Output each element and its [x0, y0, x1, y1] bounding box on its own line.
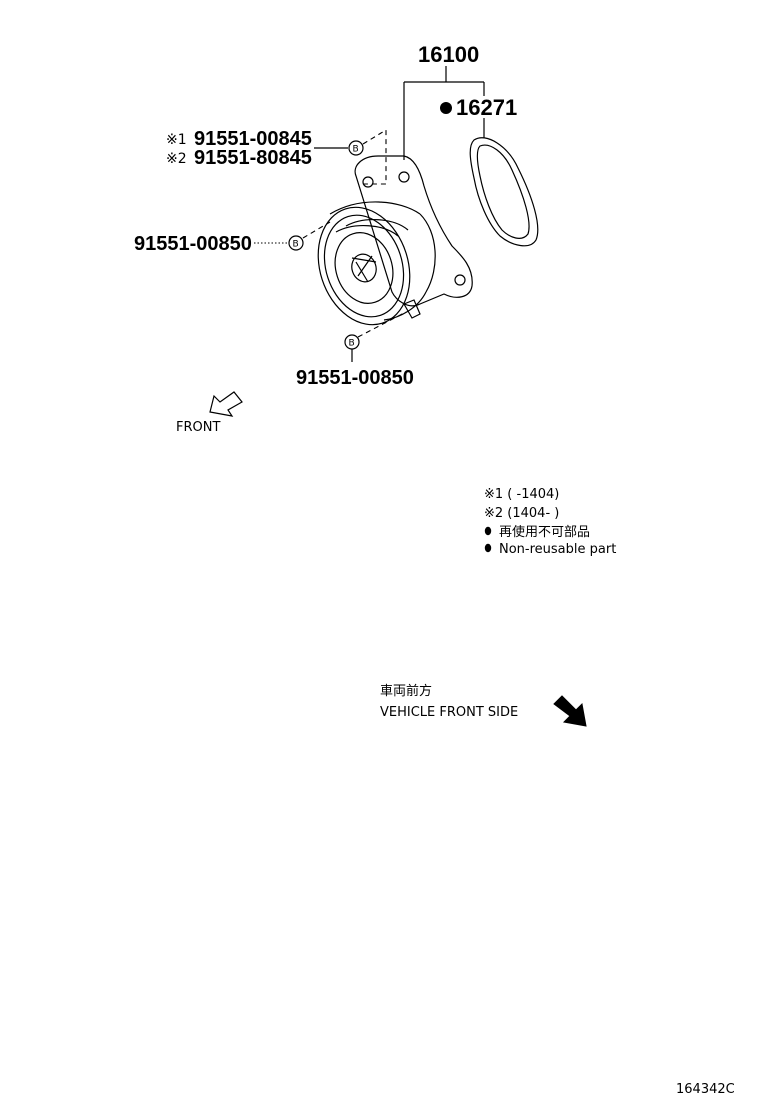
diagram-id: 164342C — [676, 1082, 735, 1097]
bolt-ab-symbol — [348, 140, 364, 156]
bolt-b-part-number: 91551-80845 — [194, 147, 312, 169]
bolt-a-part-number: 91551-00845 — [194, 128, 312, 150]
bolt-ab-hidden-line — [362, 129, 387, 185]
legend-note-1: ※1 ( -1404) — [484, 487, 559, 502]
bolt-b-mark: ※2 — [166, 151, 187, 167]
bolt-left-symbol-letter: B — [293, 240, 299, 250]
bolt-left-part-number: 91551-00850 — [134, 233, 252, 255]
gasket-outline — [469, 137, 539, 247]
bolt-left-symbol — [288, 235, 304, 251]
assembly-part-number: 16100 — [418, 42, 479, 67]
gasket-part-number: 16271 — [456, 95, 517, 120]
bolt-ab-symbol-letter: B — [353, 145, 359, 155]
legend-dot-icon-en — [484, 543, 492, 553]
assembly-leader — [403, 66, 485, 160]
front-arrow-icon — [209, 391, 243, 417]
vehicle-front-en: VEHICLE FRONT SIDE — [380, 705, 518, 720]
vehicle-front-arrow-icon — [553, 695, 587, 727]
front-label: FRONT — [176, 420, 220, 435]
legend-nonreusable-en: Non-reusable part — [499, 542, 616, 557]
legend: ※1 ( -1404) ※2 (1404- ) 再使用不可部品 Non-reus… — [484, 487, 616, 557]
water-pump-illustration — [317, 155, 473, 326]
legend-nonreusable-jp: 再使用不可部品 — [499, 524, 590, 540]
bolt-a-mark: ※1 — [166, 132, 187, 148]
vehicle-front-jp: 車両前方 — [380, 683, 432, 699]
bolt-bottom-part-number: 91551-00850 — [296, 367, 414, 389]
bolt-bottom-symbol-letter: B — [349, 339, 355, 349]
legend-dot-icon-jp — [484, 526, 492, 536]
non-reusable-dot-icon — [440, 102, 452, 114]
legend-note-2: ※2 (1404- ) — [484, 506, 559, 521]
